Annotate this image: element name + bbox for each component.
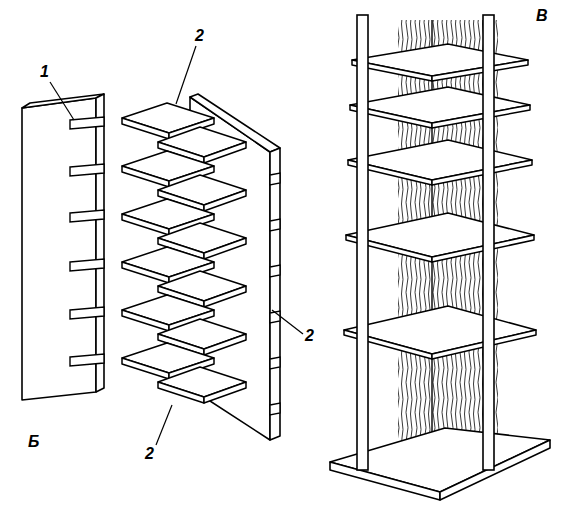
shelf <box>346 213 534 257</box>
base-edge <box>330 462 440 500</box>
slot <box>70 259 104 271</box>
side-panel <box>22 98 96 400</box>
leader-line <box>176 46 196 104</box>
panel-edge <box>270 148 280 440</box>
panel-edge <box>96 94 104 392</box>
panel-edge <box>22 94 104 108</box>
callout-number: 2 <box>195 28 204 44</box>
shelf-edge <box>122 118 169 139</box>
shelf-edge <box>122 358 169 379</box>
shelf-edge <box>204 382 246 403</box>
base-edge <box>440 440 550 500</box>
shelf-edge <box>432 105 530 128</box>
callout-number: 1 <box>40 64 49 80</box>
shelf-edge <box>122 262 169 283</box>
shelf-edge <box>122 214 169 235</box>
shelf <box>352 44 528 76</box>
slot <box>70 210 104 222</box>
leader-line <box>272 310 303 334</box>
slot <box>270 403 280 415</box>
slot <box>70 307 104 319</box>
shelf-edge <box>204 238 246 259</box>
leader-line <box>156 405 172 445</box>
slot <box>70 117 104 129</box>
callout-number: 2 <box>305 328 314 344</box>
shelf-edge <box>432 60 528 81</box>
callout-number: 2 <box>145 446 154 462</box>
shelf-edge <box>432 160 532 185</box>
slot <box>70 354 104 366</box>
post <box>357 15 368 470</box>
slot <box>270 173 280 185</box>
shelf-edge <box>204 286 246 307</box>
post <box>483 15 494 470</box>
shelf-edge <box>122 166 169 187</box>
shelf-edge <box>204 334 246 355</box>
shelf <box>350 87 530 123</box>
shelf-edge <box>204 142 246 163</box>
slot <box>270 265 280 277</box>
leader-line <box>50 82 74 120</box>
slot <box>270 219 280 231</box>
view-letter: В <box>536 8 548 24</box>
shelf-edge <box>122 310 169 331</box>
shelf-edge <box>158 382 204 403</box>
view-letter: Б <box>28 434 39 450</box>
shelf <box>344 306 536 354</box>
shelf <box>348 140 532 180</box>
slot <box>70 164 104 176</box>
shelf-edge <box>204 190 246 211</box>
slot <box>270 357 280 369</box>
